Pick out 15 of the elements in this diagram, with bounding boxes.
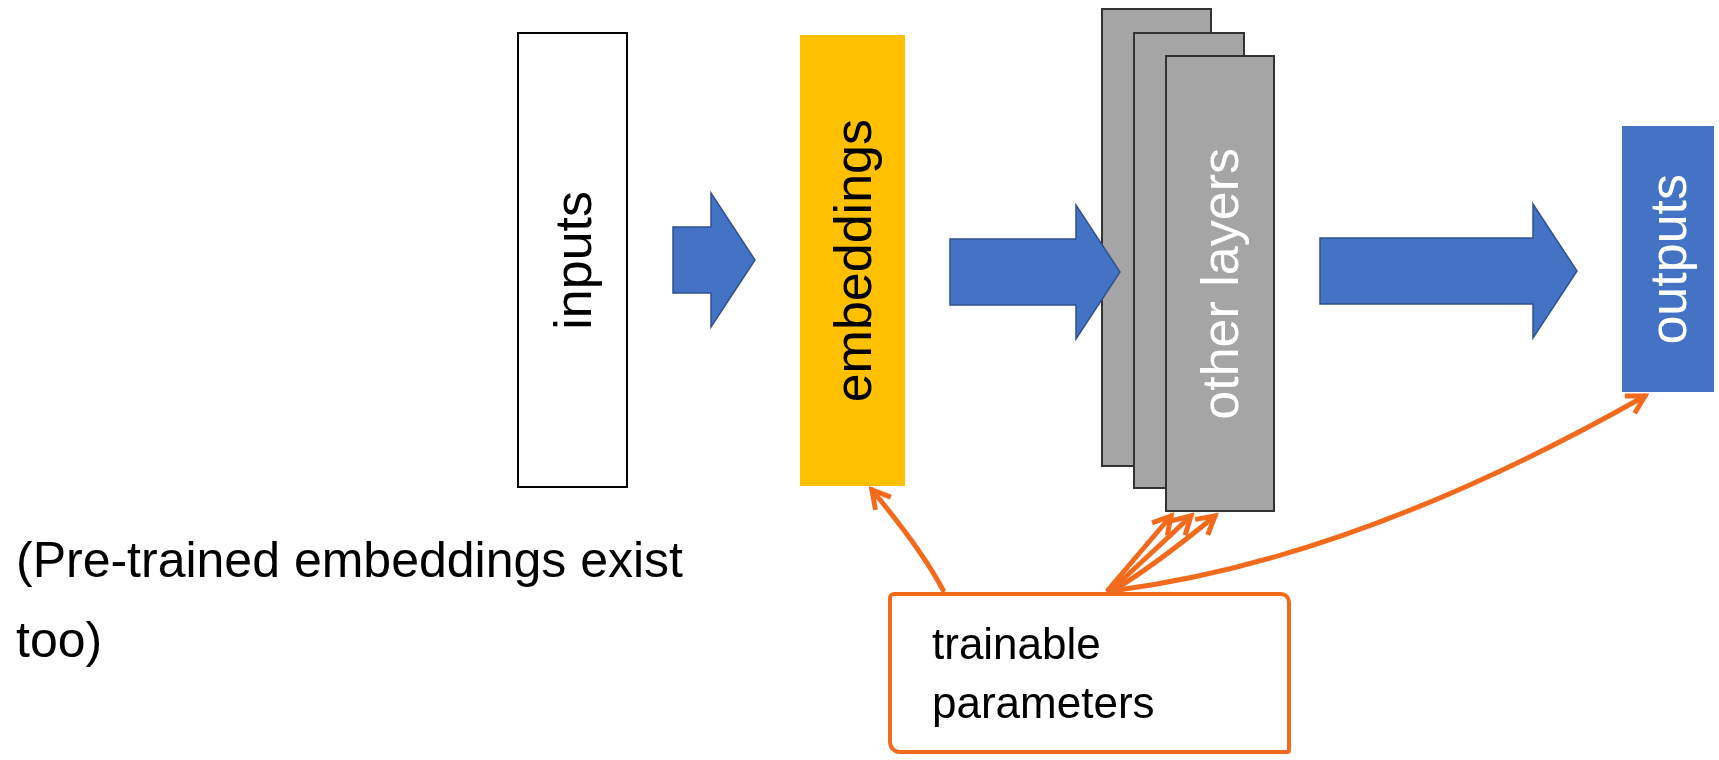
block-arrow xyxy=(949,202,1121,342)
arrow xyxy=(1105,513,1174,593)
arrow xyxy=(1111,513,1218,593)
note-text: (Pre-trained embeddings exist too) xyxy=(16,531,684,670)
note-box xyxy=(888,592,1291,754)
arrow xyxy=(869,487,946,593)
block-arrow xyxy=(1319,201,1578,341)
arrow xyxy=(1115,393,1648,593)
box-label: trainable parameters xyxy=(931,617,1156,729)
arrow xyxy=(1108,513,1194,593)
layer-box xyxy=(1165,55,1275,512)
block-arrow xyxy=(672,190,756,330)
layer-box xyxy=(1622,126,1714,392)
layer-box xyxy=(800,35,905,486)
layer-box xyxy=(517,32,628,488)
